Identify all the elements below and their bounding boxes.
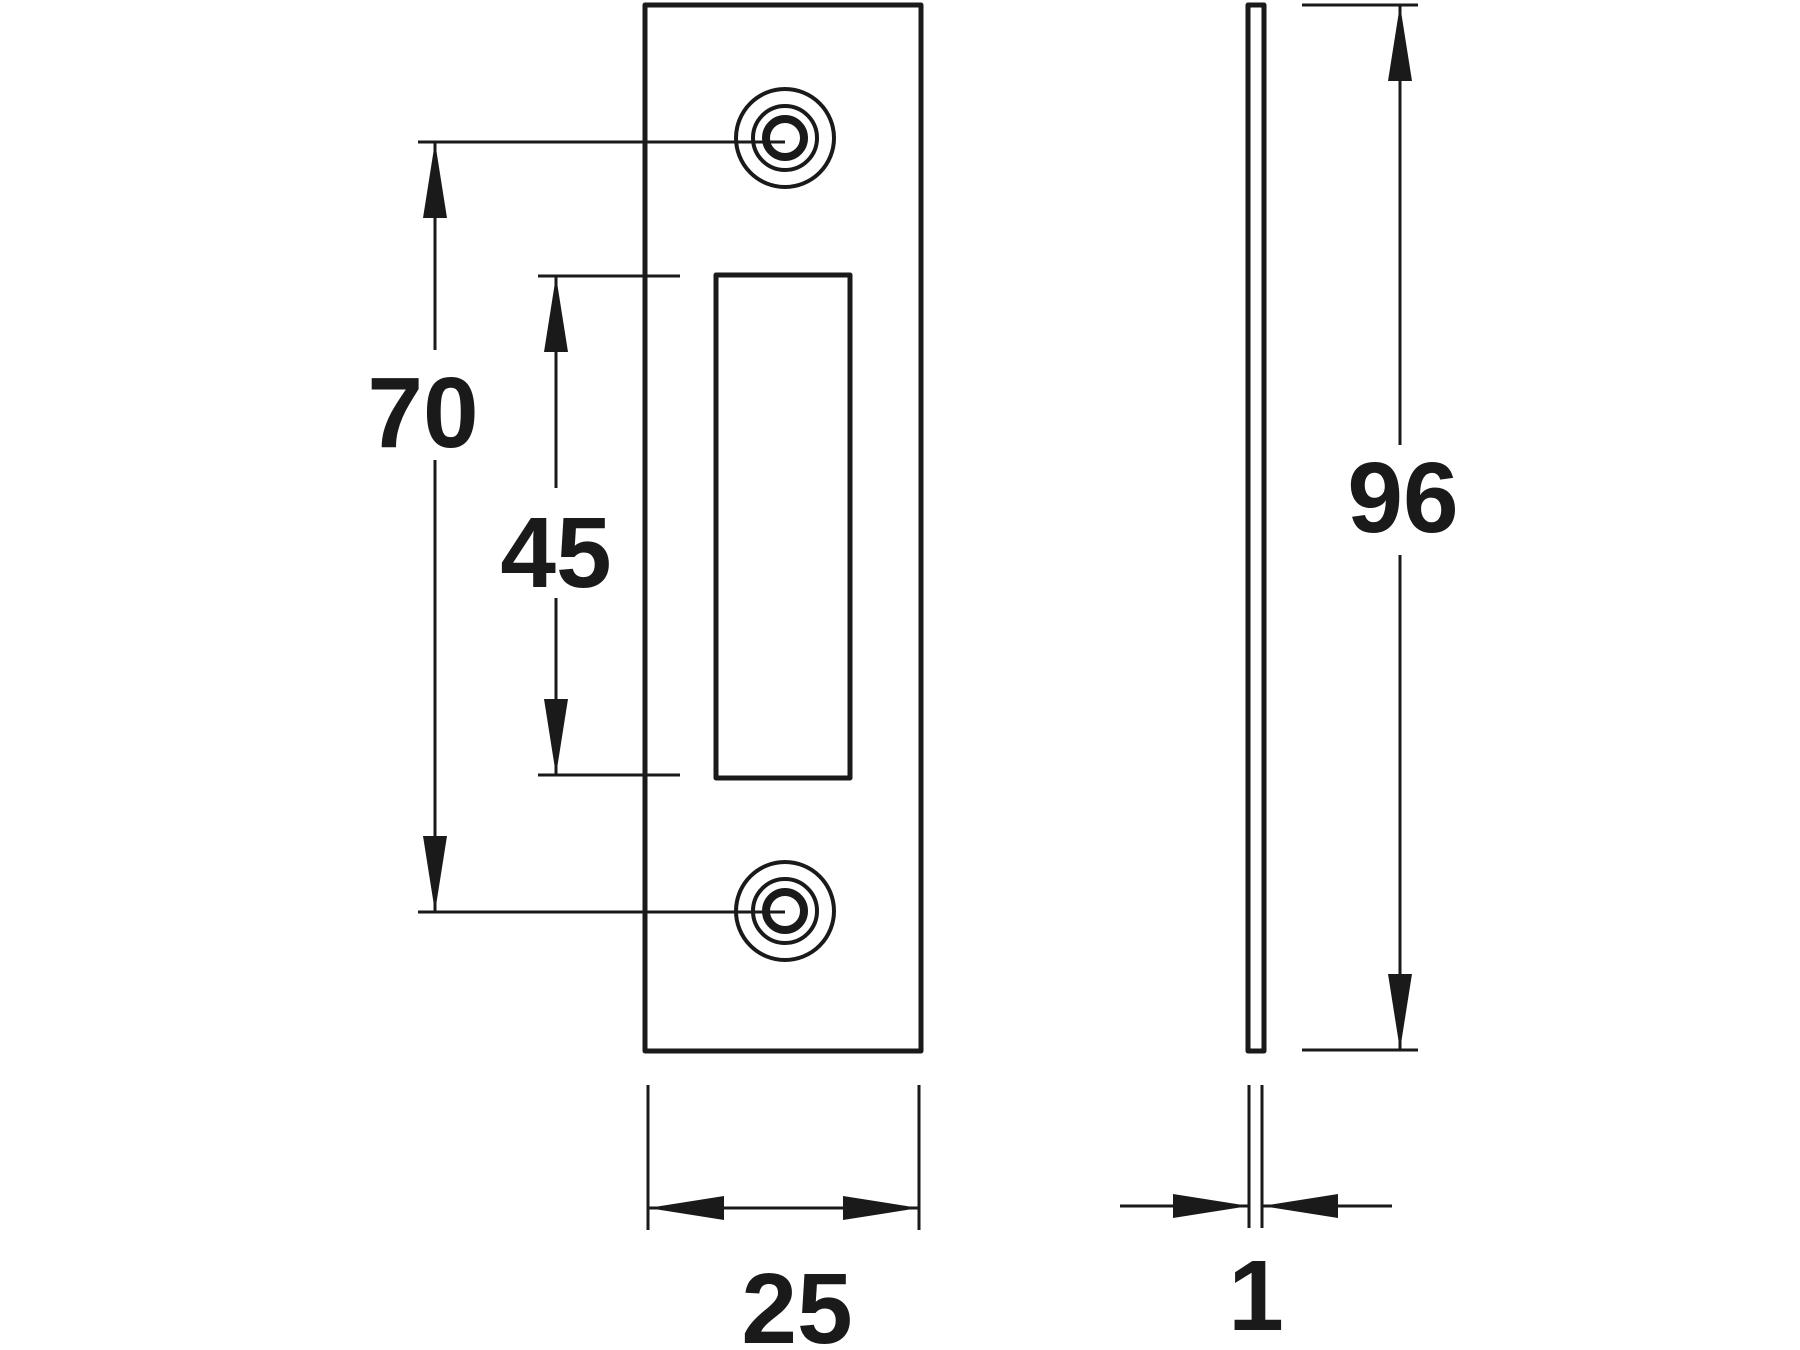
plate-edge — [1245, 2, 1267, 1054]
dimension-slot-length: 45 — [485, 274, 680, 777]
front-view — [642, 2, 924, 1054]
dimension-label-hole-spacing: 70 — [367, 357, 478, 469]
arrowhead-down — [423, 836, 447, 912]
latch-slot — [713, 272, 853, 781]
dimension-total-height: 96 — [1302, 3, 1480, 1052]
arrowhead-left — [648, 1196, 724, 1220]
dimension-label-thickness: 1 — [1228, 1240, 1284, 1350]
dimension-label-total-height: 96 — [1347, 442, 1458, 554]
arrowhead-down — [544, 699, 568, 775]
arrowhead-up — [423, 142, 447, 218]
arrowhead-right — [843, 1196, 919, 1220]
top-screw-hole — [734, 87, 836, 189]
side-view — [1245, 2, 1267, 1054]
arrowhead-up — [1388, 5, 1412, 81]
arrowhead-down — [1388, 974, 1412, 1050]
plate-outline — [642, 2, 924, 1054]
dimension-hole-spacing: 70 — [360, 140, 785, 914]
dimension-label-width: 25 — [741, 1253, 852, 1350]
arrowhead-left — [1262, 1194, 1338, 1218]
arrowhead-right — [1173, 1194, 1249, 1218]
dimension-thickness: 1 — [1120, 1085, 1392, 1350]
dimension-width: 25 — [646, 1085, 921, 1350]
arrowhead-up — [544, 276, 568, 352]
dimension-label-slot-length: 45 — [500, 497, 611, 609]
